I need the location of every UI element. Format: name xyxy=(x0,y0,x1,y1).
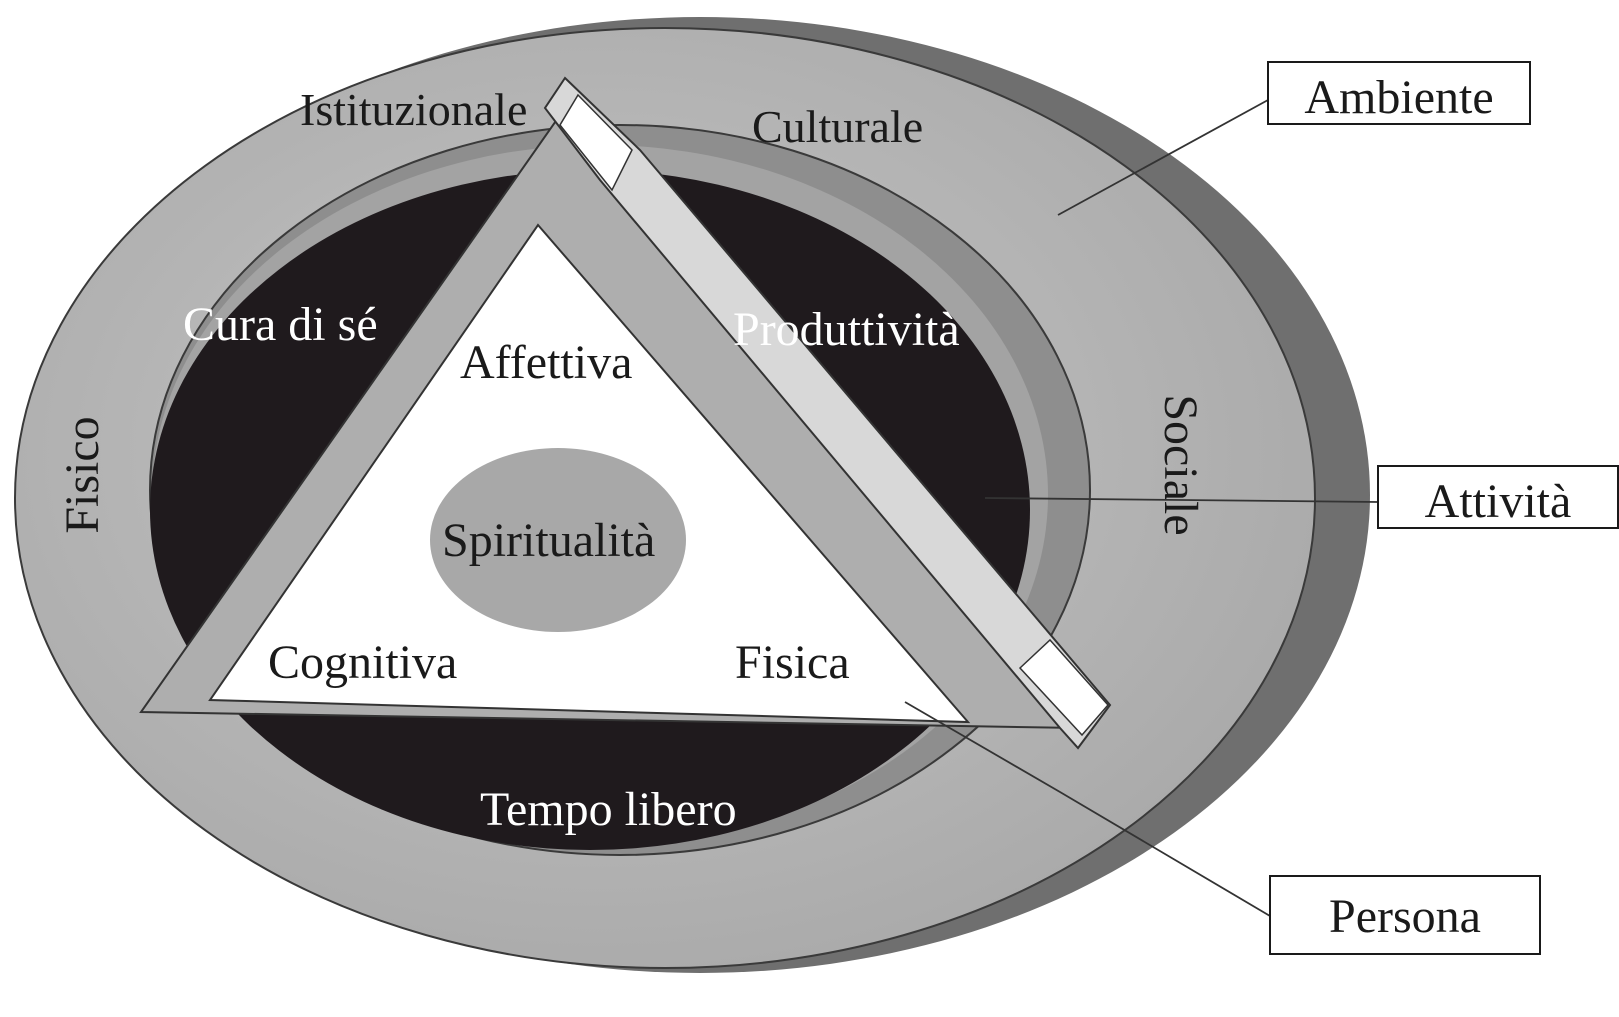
label-cura-di-se: Cura di sé xyxy=(183,298,378,351)
spirituality-core xyxy=(430,448,686,632)
label-sociale: Sociale xyxy=(1154,394,1207,535)
person-triangle-edge-highlight xyxy=(559,93,633,192)
label-affettiva: Affettiva xyxy=(460,336,632,389)
callout-attivita-box xyxy=(1377,465,1619,529)
label-produttivita: Produttività xyxy=(733,303,960,356)
person-triangle-edge xyxy=(543,76,1112,750)
label-istituzionale: Istituzionale xyxy=(300,84,527,135)
callout-ambiente: Ambiente xyxy=(1304,71,1493,124)
callout-persona-box xyxy=(1269,875,1541,955)
leader-attivita xyxy=(984,497,1379,503)
label-tempo-libero: Tempo libero xyxy=(480,783,737,836)
label-culturale: Culturale xyxy=(752,101,923,152)
label-fisico: Fisico xyxy=(56,416,109,533)
leader-persona xyxy=(904,701,1271,917)
person-triangle-edge-highlight-lower xyxy=(1018,638,1109,737)
callout-persona: Persona xyxy=(1329,890,1481,943)
label-cognitiva: Cognitiva xyxy=(268,636,457,689)
callout-attivita: Attività xyxy=(1425,475,1572,528)
callout-ambiente-box xyxy=(1267,61,1531,125)
label-fisica: Fisica xyxy=(735,636,850,689)
label-spiritualita: Spiritualità xyxy=(442,514,655,567)
leader-ambiente xyxy=(1057,99,1269,216)
